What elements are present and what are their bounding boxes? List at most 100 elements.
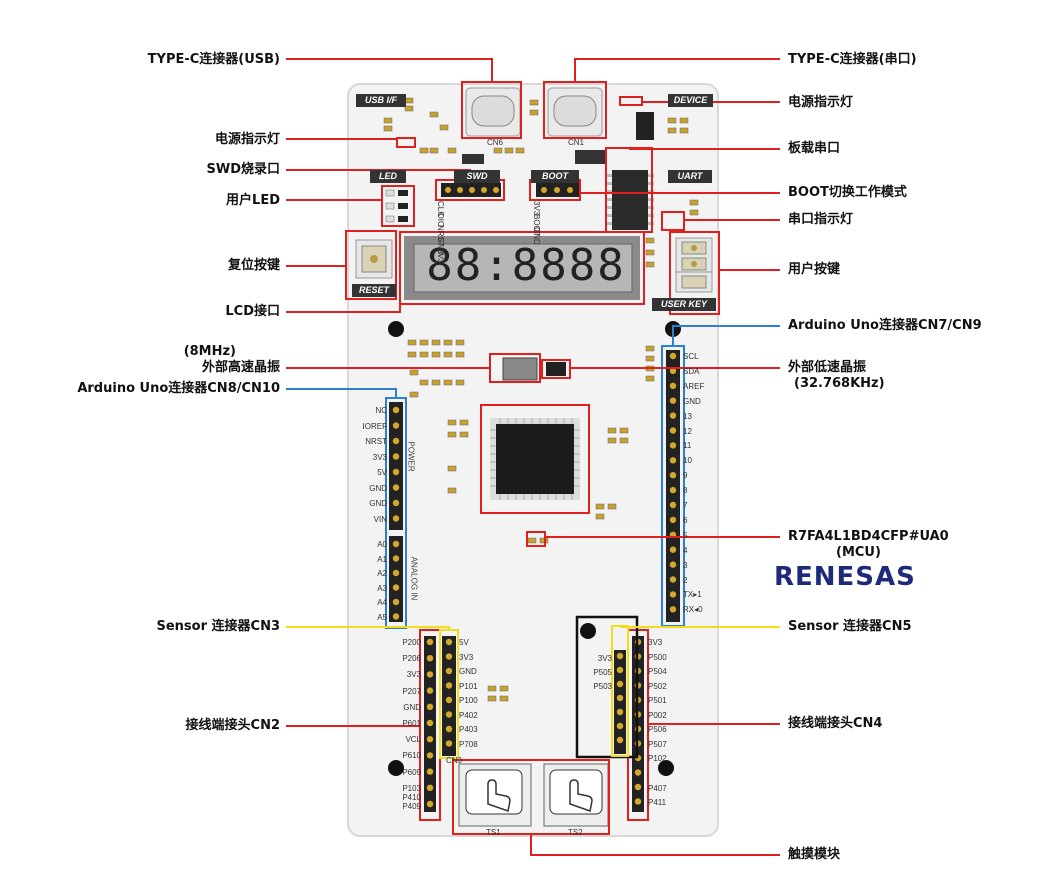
pin-label: RX◂0 (683, 605, 703, 615)
silk-usb-if: USB I/F (356, 94, 406, 107)
pin-label: 3V3 (597, 654, 612, 663)
header-pin (392, 555, 400, 562)
touch-pads (458, 763, 609, 827)
pin-label: 4 (683, 545, 688, 555)
callout-reset-key: 复位按键 (227, 258, 280, 273)
callout-typec-uart: TYPE-C连接器(串口) (788, 52, 917, 67)
pin-label: 10 (683, 456, 692, 466)
leader-lines-red (286, 58, 780, 856)
pin-label: A1 (377, 554, 387, 564)
pin-label: TX▸1 (683, 590, 702, 600)
header-pin (426, 687, 434, 694)
callout-power-led-left: 电源指示灯 (214, 132, 280, 147)
header-pin (445, 725, 453, 733)
pin-label: A3 (377, 583, 387, 593)
silk-user-key: USER KEY (652, 298, 716, 311)
renesas-logo: RENESAS (774, 562, 916, 592)
pin-label: GND (532, 227, 541, 245)
header-pin (392, 613, 400, 620)
header-pin (392, 484, 400, 491)
pin-label: P502 (648, 681, 667, 691)
header-pin (616, 722, 624, 730)
header-pin (392, 499, 400, 507)
pin-label: 3V3 (648, 638, 663, 647)
pin-label: P505 (593, 668, 612, 677)
callout-arduino-right: Arduino Uno连接器CN7/CN9 (788, 318, 982, 333)
pin-label: 8 (683, 486, 688, 496)
pin-label: A4 (377, 598, 387, 607)
pin-label: A0 (377, 540, 387, 549)
header-pin (669, 576, 677, 583)
pin-label: P504 (648, 667, 667, 676)
typec-usb-connector (465, 87, 521, 137)
header-pin (392, 453, 400, 460)
cn6-label: CN6 (487, 138, 504, 147)
pin-label: 3V3 (459, 652, 474, 662)
pin-label: P103 (402, 784, 421, 793)
pin-label: NC (375, 406, 387, 415)
pin-label: P501 (648, 696, 667, 705)
header-pin (669, 561, 677, 568)
header-pin (669, 606, 677, 613)
pin-label: P101 (459, 681, 478, 691)
cn1-label: CN1 (568, 138, 585, 147)
pin-label: 6 (683, 515, 688, 525)
header-pin (616, 694, 624, 702)
header-pin (445, 696, 453, 704)
pin-label: 9 (683, 471, 688, 481)
pin-label: P403 (459, 725, 478, 734)
pin-label: 3V3 (406, 670, 421, 680)
header-pin (426, 719, 434, 727)
silk-device: DEVICE (668, 94, 713, 107)
header-pin (616, 736, 624, 744)
header-pin (669, 486, 677, 494)
cn3-header (442, 636, 456, 756)
header-pin (426, 671, 434, 678)
pin-label: P601 (402, 719, 421, 728)
pin-label: 2 (683, 575, 688, 585)
callout-uart-led: 串口指示灯 (788, 212, 854, 227)
reset-button-part (355, 239, 393, 279)
header-pin (426, 752, 434, 759)
header-pin (634, 798, 642, 805)
callout-touch: 触摸模块 (788, 847, 841, 862)
pin-label: P100 (459, 696, 478, 705)
pin-label: P402 (459, 710, 478, 720)
callout-hse-freq: (8MHz) (183, 344, 236, 359)
analog-silk: ANALOG IN (409, 556, 419, 601)
pin-label: GND (683, 396, 701, 406)
silk-swd: SWD (454, 170, 500, 183)
pin-label: P503 (593, 682, 612, 691)
silk-reset: RESET (352, 284, 396, 297)
pin-label: P102 (648, 754, 667, 763)
pin-label: AREF (683, 381, 705, 391)
typec-uart-connector (547, 87, 603, 137)
header-pin (426, 703, 434, 710)
pin-label: 5 (683, 530, 688, 540)
header-pin (634, 783, 642, 791)
pin-label: 3 (683, 560, 688, 570)
callout-onboard-uart: 板载串口 (788, 141, 841, 156)
header-pin (426, 736, 434, 743)
pin-label: 11 (683, 441, 692, 451)
pin-label: NRST (365, 437, 387, 446)
header-pin (392, 584, 400, 591)
pin-label: P411 (648, 798, 667, 807)
pin-label: P200 (402, 638, 421, 647)
header-pin (392, 437, 400, 445)
callout-power-led-right: 电源指示灯 (788, 95, 854, 110)
arduino-left-header (389, 402, 403, 622)
header-pin (616, 652, 624, 660)
header-pin (392, 598, 400, 606)
mcu-chip (490, 418, 580, 500)
header-pin (426, 800, 434, 808)
callout-lcd: LCD接口 (225, 304, 280, 319)
header-pin (669, 427, 677, 434)
pin-label: GND (403, 702, 421, 712)
lcd-display (404, 236, 640, 300)
pin-label: P002 (648, 710, 667, 720)
header-pin (445, 667, 453, 675)
header-pin (616, 708, 624, 716)
callout-header-cn2: 接线端接头CN2 (185, 718, 280, 733)
